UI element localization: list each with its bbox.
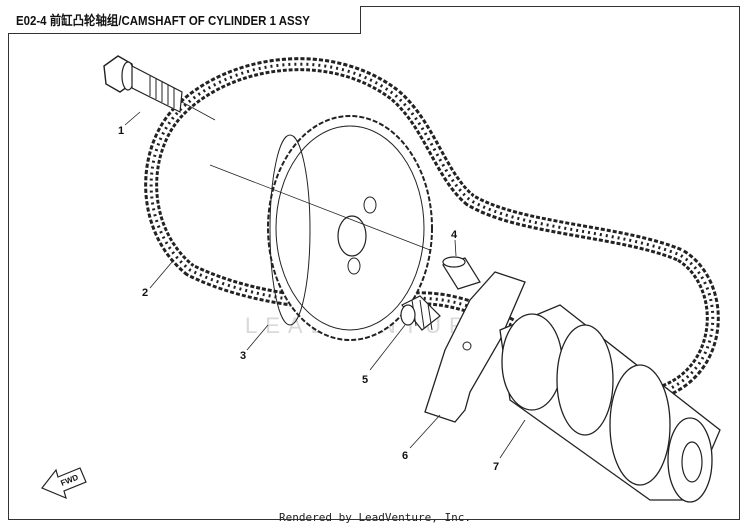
callout-7: 7 [493,419,526,473]
callout-4-number: 4 [451,229,458,241]
callout-1: 1 [118,111,141,137]
callout-1-number: 1 [118,125,124,137]
stud-bolt [400,295,441,331]
dowel-pin [442,256,481,290]
callout-5-number: 5 [362,374,368,386]
callout-7-number: 7 [493,461,499,473]
callout-4: 4 [451,229,458,257]
plate [424,271,526,423]
render-credit: Rendered by LeadVenture, Inc. [278,511,472,524]
drawing-frame [8,6,740,520]
callout-3-number: 3 [240,350,246,362]
callout-6-number: 6 [402,450,408,462]
title-tab: E02-4 前缸凸轮轴组/CAMSHAFT OF CYLINDER 1 ASSY [8,6,361,34]
page-title: E02-4 前缸凸轮轴组/CAMSHAFT OF CYLINDER 1 ASSY [16,13,310,28]
callout-6: 6 [402,414,441,462]
camshaft [499,304,721,503]
callout-2-number: 2 [142,287,148,299]
callout-2: 2 [142,261,173,299]
cam-sprocket [209,115,433,341]
fwd-arrow-badge: FWD [41,467,87,500]
callout-3: 3 [240,324,269,362]
bolt [103,55,216,121]
callout-5: 5 [362,324,406,386]
